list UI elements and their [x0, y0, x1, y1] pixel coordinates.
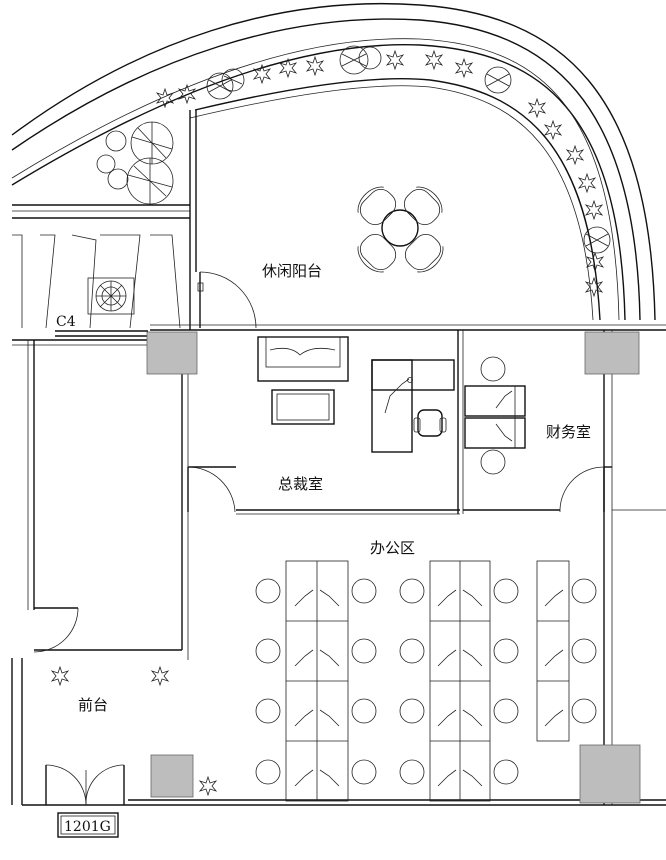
balcony-planter-wall: [12, 110, 197, 330]
reception-plants: [50, 665, 218, 797]
window-grille: [87, 277, 135, 315]
round-planter-icon: [206, 72, 234, 100]
round-planter-icon: [358, 46, 382, 70]
shrub-icon: [424, 49, 444, 71]
round-planter-icon: [221, 68, 245, 92]
column: [150, 754, 194, 798]
round-planter-icon: [96, 154, 116, 174]
finance-desks: [464, 356, 526, 475]
round-planter-icon: [484, 66, 512, 94]
ceo-sofa: [257, 336, 349, 382]
column: [584, 331, 640, 375]
round-planter-icon: [339, 45, 369, 75]
balcony-table-set: [357, 186, 444, 273]
shrub-icon: [198, 775, 218, 797]
room-label-ceo-office: 总裁室: [278, 475, 323, 493]
office-chairs: [255, 578, 597, 785]
shrub-icon: [155, 87, 175, 109]
shrub-icon: [385, 49, 405, 71]
round-planter-icon: [126, 157, 174, 205]
unit-number: 1201G: [64, 819, 111, 835]
round-planter-icon: [583, 226, 611, 254]
column: [579, 744, 641, 804]
shrub-icon: [252, 63, 272, 85]
round-planter-icon: [105, 130, 127, 152]
balcony-curved-wall: [11, 2, 656, 321]
ceo-desk: [371, 359, 455, 453]
door-balcony: [197, 271, 257, 329]
room-label-reception: 前台: [78, 696, 108, 714]
round-planter-icon: [130, 121, 174, 165]
round-planter-icon: [107, 168, 129, 190]
shrub-icon: [565, 144, 585, 166]
room-label-office-area: 办公区: [370, 539, 415, 557]
shrub-icon: [527, 97, 547, 119]
bay-window-fins: [12, 234, 181, 329]
shrub-icon: [278, 57, 298, 79]
window-tag-c4: C4: [56, 314, 76, 330]
balcony-plants: [96, 45, 611, 298]
ceo-chair: [413, 409, 447, 437]
door-lobby: [33, 607, 79, 653]
shrub-icon: [584, 276, 604, 298]
door-entrance: [45, 764, 125, 806]
interior-walls: [11, 324, 666, 806]
shrub-icon: [585, 251, 605, 273]
room-label-finance: 财务室: [546, 423, 591, 441]
shrub-icon: [584, 199, 604, 221]
shrub-icon: [177, 83, 197, 105]
door-finance: [559, 466, 605, 513]
column: [146, 331, 198, 375]
room-label-balcony: 休闲阳台: [262, 262, 322, 280]
shrub-icon: [454, 57, 474, 79]
ceo-coffee-table: [271, 389, 335, 425]
office-workstations: [285, 560, 570, 802]
door-ceo-office: [187, 466, 236, 513]
shrub-icon: [577, 172, 597, 194]
unit-tag: 1201G: [57, 812, 119, 838]
shrub-icon: [50, 665, 70, 687]
shrub-icon: [543, 119, 563, 141]
window-c4-sill: [55, 330, 148, 337]
shrub-icon: [305, 55, 325, 77]
shrub-icon: [150, 665, 170, 687]
structural-columns: [146, 331, 641, 804]
